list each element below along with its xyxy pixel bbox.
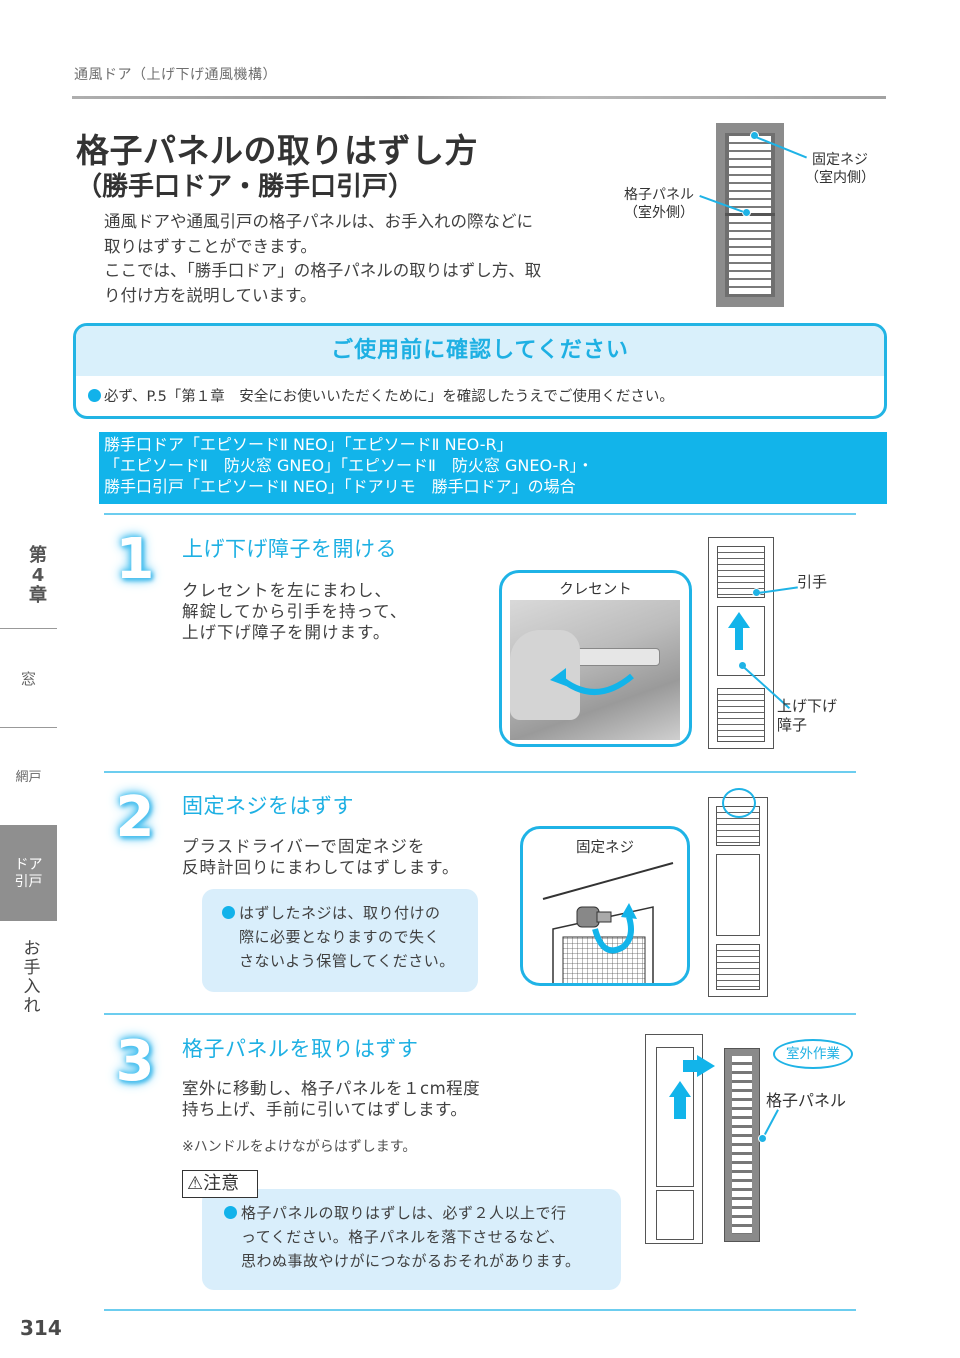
crescent-zoom-callout: クレセント	[499, 570, 692, 747]
step3-remark: ※ハンドルをよけながらはずします。	[182, 1139, 417, 1155]
step-title-2: 固定ネジをはずす	[182, 794, 354, 818]
step-number-1: 1	[115, 527, 155, 592]
arrow-head-icon	[697, 1055, 715, 1077]
door-step2-illustration	[708, 797, 768, 997]
confirm-heading: ご使用前に確認してください	[76, 326, 884, 376]
lattice-panel-illustration	[724, 1048, 760, 1242]
step-text-2: プラスドライバーで固定ネジを 反時計回りにまわしてはずします。	[182, 837, 460, 877]
page-subtitle: （勝手口ドア・勝手口引戸）	[76, 172, 415, 202]
applicable-models-banner: 勝手口ドア「エピソードⅡ NEO」「エピソードⅡ NEO-R」 「エピソードⅡ …	[99, 432, 887, 504]
step2-note-box: はずしたネジは、取り付けの 際に必要となりますので失く さないよう保管してくださ…	[202, 889, 478, 992]
label-pull-handle: 引手	[797, 573, 828, 591]
crescent-photo	[510, 600, 680, 740]
sidebar-divider	[0, 727, 57, 728]
step-divider	[104, 513, 856, 515]
step-divider	[104, 771, 856, 773]
label-sash: 上げ下げ 障子	[777, 697, 838, 734]
label-lattice-panel: 格子パネル （室外側）	[624, 187, 694, 221]
header-divider	[72, 96, 886, 99]
bullet-icon	[224, 1206, 237, 1219]
bullet-icon	[88, 389, 101, 402]
callout-dot-icon	[742, 208, 751, 217]
highlight-circle	[722, 788, 756, 818]
breadcrumb: 通風ドア（上げ下げ通風機構）	[74, 67, 277, 83]
sidebar-divider	[0, 628, 57, 629]
step-title-1: 上げ下げ障子を開ける	[182, 537, 397, 561]
step-title-3: 格子パネルを取りはずす	[182, 1037, 419, 1061]
caution-label: ⚠注意	[182, 1170, 258, 1198]
page-title: 格子パネルの取りはずし方	[76, 131, 478, 170]
step-divider	[104, 1309, 856, 1311]
sidebar-item-door-sliding[interactable]: ドア 引戸	[0, 825, 57, 921]
label-lattice-panel-step3: 格子パネル	[766, 1091, 847, 1110]
step-text-1: クレセントを左にまわし、 解錠してから引手を持って、 上げ下げ障子を開けます。	[182, 581, 408, 642]
caution-box: 格子パネルの取りはずしは、必ず２人以上で行 ってください。格子パネルを落下させる…	[202, 1189, 621, 1290]
door-step1-illustration	[708, 537, 774, 749]
move-right-arrow-icon	[683, 1060, 697, 1072]
rotate-left-arrow-icon	[550, 668, 634, 695]
callout-dot-icon	[738, 661, 747, 670]
step-number-2: 2	[115, 785, 155, 850]
step-divider	[104, 1013, 856, 1015]
step-text-3: 室外に移動し、格子パネルを１cm程度 持ち上げ、手前に引いてはずします。	[182, 1079, 481, 1119]
chapter-indicator: 第 4 章	[29, 545, 47, 606]
warning-triangle-icon: ⚠	[187, 1173, 204, 1194]
outdoor-work-badge: 室外作業	[773, 1039, 853, 1069]
page-number: 314	[20, 1316, 62, 1340]
sidebar-item-maintenance[interactable]: お 手 入 れ	[23, 939, 41, 1016]
callout-dot-icon	[750, 131, 759, 140]
screw-detail-illustration	[542, 862, 674, 983]
label-fixing-screw: 固定ネジ （室内側）	[805, 152, 875, 186]
door-step3-illustration	[645, 1034, 703, 1244]
confirm-before-use-box: ご使用前に確認してください 必ず、P.5「第１章 安全にお使いいただくために」を…	[73, 323, 887, 419]
sidebar-item-screen[interactable]: 網戸	[15, 770, 42, 785]
bullet-icon	[222, 906, 235, 919]
step-number-3: 3	[115, 1029, 155, 1094]
confirm-text: 必ず、P.5「第１章 安全にお使いいただくために」を確認したうえでご使用ください…	[76, 376, 884, 416]
intro-text: 通風ドアや通風引戸の格子パネルは、お手入れの際などに 取りはずすことができます。…	[104, 212, 542, 305]
fixing-screw-zoom-callout: 固定ネジ	[520, 826, 690, 986]
callout-line	[764, 1109, 779, 1135]
sidebar-item-window[interactable]: 窓	[20, 670, 36, 688]
callout-dot-icon	[758, 1134, 767, 1143]
